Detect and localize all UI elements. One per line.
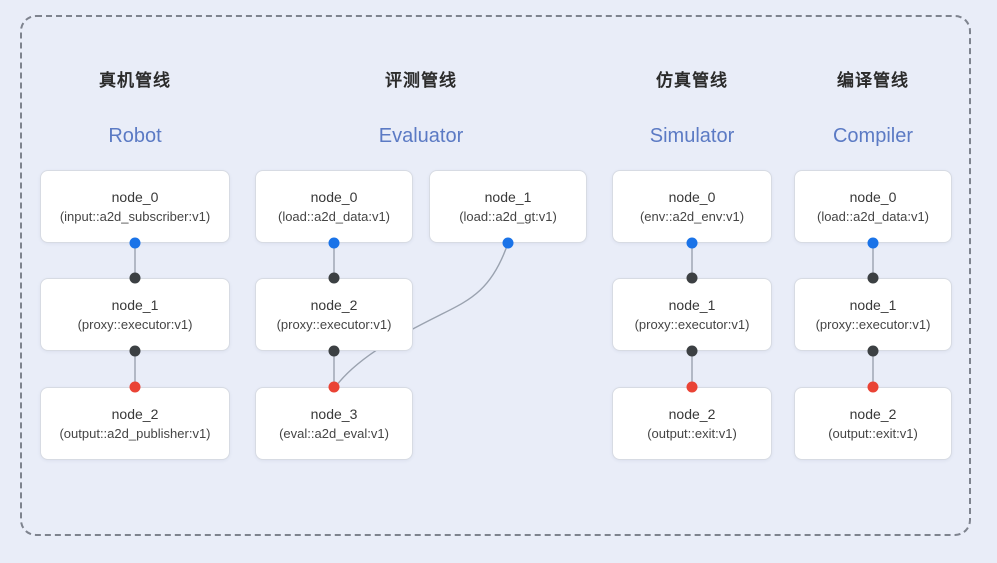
node-subtitle: (proxy::executor:v1)	[634, 316, 750, 332]
node-evaluator-node_3: node_3 (eval::a2d_eval:v1)	[255, 387, 413, 460]
node-subtitle: (load::a2d_data:v1)	[277, 208, 391, 224]
node-subtitle: (output::exit:v1)	[647, 425, 737, 441]
port-dot-blue-evaluator-node_0-out	[328, 237, 340, 249]
node-compiler-node_1: node_1 (proxy::executor:v1)	[794, 278, 952, 351]
node-title: node_2	[668, 405, 716, 422]
node-simulator-node_1: node_1 (proxy::executor:v1)	[612, 278, 772, 351]
node-title: node_1	[849, 296, 897, 313]
port-dot-red-simulator-node_2-in	[686, 381, 698, 393]
port-dot-black-simulator-node_1-out	[686, 345, 698, 357]
port-dot-black-simulator-node_1-in	[686, 272, 698, 284]
node-subtitle: (load::a2d_data:v1)	[816, 208, 930, 224]
node-title: node_1	[111, 296, 159, 313]
pipeline-title-cn-simulator: 仿真管线	[656, 71, 728, 90]
node-subtitle: (proxy::executor:v1)	[276, 316, 392, 332]
pipeline-title-en-simulator: Simulator	[649, 125, 735, 147]
port-dot-red-robot-node_2-in	[129, 381, 141, 393]
pipeline-title-cn-robot: 真机管线	[99, 71, 171, 90]
pipeline-title-en-compiler: Compiler	[832, 125, 914, 147]
port-dot-red-compiler-node_2-in	[867, 381, 879, 393]
node-subtitle: (output::a2d_publisher:v1)	[59, 425, 211, 441]
port-dot-black-robot-node_1-out	[129, 345, 141, 357]
node-subtitle: (proxy::executor:v1)	[815, 316, 931, 332]
node-title: node_2	[849, 405, 897, 422]
node-title: node_1	[668, 296, 716, 313]
node-evaluator-node_1: node_1 (load::a2d_gt:v1)	[429, 170, 587, 243]
node-title: node_2	[111, 405, 159, 422]
port-dot-red-evaluator-node_3-in	[328, 381, 340, 393]
node-robot-node_0: node_0 (input::a2d_subscriber:v1)	[40, 170, 230, 243]
node-subtitle: (load::a2d_gt:v1)	[459, 208, 557, 224]
node-title: node_3	[310, 405, 358, 422]
node-robot-node_1: node_1 (proxy::executor:v1)	[40, 278, 230, 351]
node-evaluator-node_0: node_0 (load::a2d_data:v1)	[255, 170, 413, 243]
port-dot-blue-evaluator-node_1-out	[502, 237, 514, 249]
node-simulator-node_0: node_0 (env::a2d_env:v1)	[612, 170, 772, 243]
pipeline-title-cn-compiler: 编译管线	[837, 71, 909, 90]
port-dot-blue-robot-node_0-out	[129, 237, 141, 249]
node-subtitle: (output::exit:v1)	[828, 425, 918, 441]
port-dot-black-evaluator-node_2-in	[328, 272, 340, 284]
node-evaluator-node_2: node_2 (proxy::executor:v1)	[255, 278, 413, 351]
node-subtitle: (eval::a2d_eval:v1)	[279, 425, 389, 441]
node-title: node_0	[310, 188, 358, 205]
node-title: node_0	[111, 188, 159, 205]
node-compiler-node_0: node_0 (load::a2d_data:v1)	[794, 170, 952, 243]
port-dot-black-compiler-node_1-out	[867, 345, 879, 357]
port-dot-blue-simulator-node_0-out	[686, 237, 698, 249]
node-title: node_0	[849, 188, 897, 205]
pipeline-title-en-robot: Robot	[108, 125, 162, 147]
node-compiler-node_2: node_2 (output::exit:v1)	[794, 387, 952, 460]
node-simulator-node_2: node_2 (output::exit:v1)	[612, 387, 772, 460]
node-subtitle: (input::a2d_subscriber:v1)	[59, 208, 211, 224]
port-dot-black-robot-node_1-in	[129, 272, 141, 284]
port-dot-blue-compiler-node_0-out	[867, 237, 879, 249]
node-subtitle: (proxy::executor:v1)	[77, 316, 193, 332]
edge-evaluator-1-3-curve	[335, 242, 509, 387]
pipeline-title-cn-evaluator: 评测管线	[385, 71, 457, 90]
node-title: node_0	[668, 188, 716, 205]
node-title: node_2	[310, 296, 358, 313]
port-dot-black-compiler-node_1-in	[867, 272, 879, 284]
pipeline-title-en-evaluator: Evaluator	[378, 125, 464, 147]
node-robot-node_2: node_2 (output::a2d_publisher:v1)	[40, 387, 230, 460]
node-subtitle: (env::a2d_env:v1)	[639, 208, 745, 224]
port-dot-black-evaluator-node_2-out	[328, 345, 340, 357]
dashed-border-frame	[20, 15, 971, 536]
node-title: node_1	[484, 188, 532, 205]
